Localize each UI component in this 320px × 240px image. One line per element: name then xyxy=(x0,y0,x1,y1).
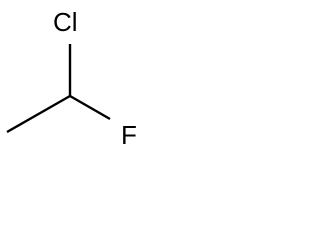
atom-label-fluorine: F xyxy=(121,120,137,150)
structure-diagram: Cl F xyxy=(6,7,137,150)
atom-label-chlorine: Cl xyxy=(53,7,78,37)
bond-methyl-to-center xyxy=(6,94,71,134)
bond-center-to-fluorine xyxy=(69,94,111,121)
